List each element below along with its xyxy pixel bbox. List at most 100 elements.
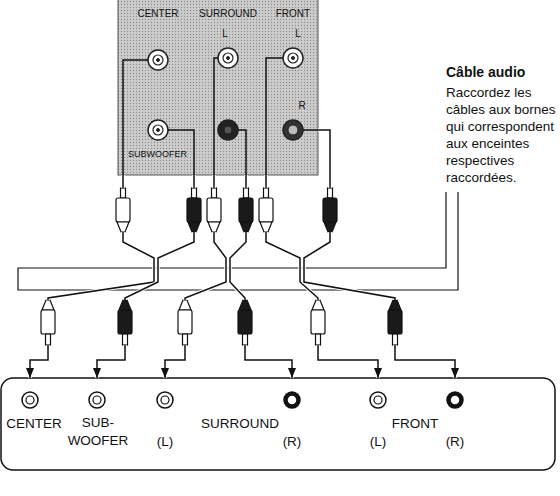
rca-plug-white — [260, 222, 272, 232]
output-jack — [286, 394, 299, 407]
receiver-jack — [218, 120, 238, 140]
speaker-panel-shape — [1, 378, 555, 470]
rca-plug-white — [208, 222, 220, 232]
rca-plug-white — [179, 300, 191, 310]
receiver-jack — [157, 59, 160, 62]
cable-wire — [165, 175, 226, 378]
receiver-jack — [283, 120, 303, 140]
receiver-jack — [288, 53, 298, 63]
audio-cable — [230, 175, 292, 378]
rca-plug-white — [41, 310, 55, 334]
cable-gap — [230, 175, 292, 378]
jack-label: SURROUND — [199, 8, 257, 20]
rca-plug-dark — [388, 310, 402, 334]
rca-plug-dark — [324, 222, 336, 232]
rca-plug-dark — [118, 188, 402, 345]
cable-wire — [266, 175, 378, 378]
receiver-jack — [224, 126, 232, 134]
rca-plug-dark — [239, 198, 253, 222]
panel-wire — [238, 130, 246, 175]
rca-plug-dark — [389, 300, 401, 310]
cable-gap — [304, 130, 455, 378]
jack-label: SURROUND — [201, 416, 279, 432]
panel-wire — [214, 58, 218, 175]
rca-plug-white — [316, 334, 321, 345]
rca-plug-white — [116, 198, 130, 222]
output-jack — [93, 396, 101, 404]
output-jack — [22, 392, 38, 408]
audio-cable — [165, 175, 226, 378]
receiver-panel-shape — [118, 0, 318, 175]
jack-label: SUBWOOFER — [128, 149, 187, 159]
rca-plug-dark — [323, 198, 337, 222]
callout-title: Câble audio — [446, 64, 556, 82]
output-jack — [370, 392, 386, 408]
cable-gap — [165, 175, 226, 378]
receiver-jack — [283, 48, 303, 68]
receiver-jack — [148, 48, 303, 140]
speaker-panel-shape — [1, 378, 555, 470]
receiver-jack — [153, 55, 163, 65]
jack-label: R — [298, 100, 305, 112]
callout-note: Raccordez les câbles aux bornes qui corr… — [446, 84, 556, 186]
jack-label: CENTER — [6, 416, 62, 432]
cable-wire — [97, 175, 194, 378]
rca-plug-white — [311, 310, 325, 334]
rca-plug-dark — [328, 188, 333, 198]
audio-cable — [97, 175, 194, 378]
jack-label: CENTER — [137, 8, 178, 20]
rca-plug-dark — [239, 300, 251, 310]
panel-wire — [266, 58, 283, 175]
receiver-jack — [153, 125, 163, 135]
jack-label: L — [295, 28, 301, 40]
rca-plug-dark — [240, 222, 252, 232]
output-jack — [89, 392, 105, 408]
speaker-output-panel: CENTERSUB- WOOFER SURROUND (L) (R) FRONT (L) (… — [1, 378, 555, 470]
jack-label: (R) — [283, 434, 302, 450]
audio-cable — [304, 130, 455, 378]
rca-plug-white — [259, 198, 273, 222]
rca-plug-dark — [119, 300, 131, 310]
rca-plug-white — [183, 334, 188, 345]
panel-wire — [123, 58, 318, 175]
output-jack — [22, 392, 462, 408]
output-jack — [26, 396, 34, 404]
rca-plug-dark — [243, 334, 248, 345]
receiver-jack — [218, 48, 238, 68]
receiver-jack — [288, 125, 298, 135]
panel-wire — [303, 129, 318, 131]
rca-plug-white — [117, 222, 129, 232]
rca-plug-white — [212, 188, 217, 198]
jack-label: (L) — [370, 434, 387, 450]
rca-plug-dark — [238, 310, 252, 334]
cable-wire — [304, 130, 455, 378]
rca-plug-white — [312, 300, 324, 310]
output-jack — [449, 394, 462, 407]
jack-label: FRONT — [276, 8, 310, 20]
cable-wire — [30, 175, 154, 378]
jack-label: L — [222, 28, 228, 40]
rca-plug-dark — [118, 310, 132, 334]
output-jack — [374, 396, 382, 404]
cable-wire — [230, 175, 292, 378]
cable-gap — [266, 175, 378, 378]
audio-cable — [30, 175, 154, 378]
receiver-panel: CENTER SURROUND FRONT L L SUBWOOFER R — [118, 0, 318, 175]
receiver-jack — [292, 57, 295, 60]
rca-plug-white — [46, 334, 51, 345]
rca-plug-dark — [244, 188, 249, 198]
jack-label: (L) — [157, 434, 174, 450]
rca-plug-dark — [393, 334, 398, 345]
receiver-jack — [223, 53, 233, 63]
rca-plug-dark — [188, 222, 200, 232]
jack-label: SUB- WOOFER — [66, 414, 130, 450]
receiver-jack — [148, 120, 168, 140]
cable-gap — [97, 175, 194, 378]
jack-label: FRONT — [392, 416, 439, 432]
jack-label: (R) — [446, 434, 465, 450]
cable-gap — [30, 175, 154, 378]
receiver-jack — [227, 57, 230, 60]
rca-plug-white — [264, 188, 269, 198]
rca-plug-white — [121, 188, 126, 198]
